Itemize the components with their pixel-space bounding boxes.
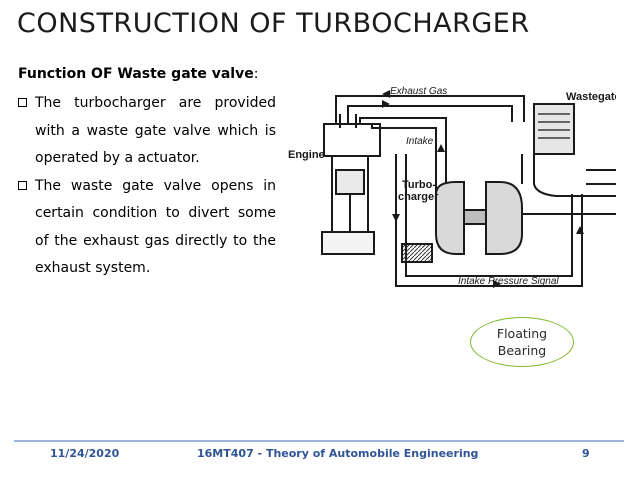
label-exhaust-gas: Exhaust Gas [390,86,447,97]
footer-course: 16MT407 - Theory of Automobile Engineeri… [197,447,479,460]
arrow-left-icon [382,90,390,98]
wastegate-pipe [521,154,616,197]
engine-crank [321,231,375,255]
bullet-item: The turbocharger are provided with a was… [18,90,276,173]
arrow-right-icon [493,280,501,288]
wastegate-body [533,103,575,155]
turbine-housing [485,181,523,255]
section-heading-colon: : [253,66,259,82]
intake-pipe-inner [371,124,437,194]
arrow-down-icon [392,214,400,222]
engine-piston [335,169,365,195]
slide-title: CONSTRUCTION OF TURBOCHARGER [17,8,530,39]
floating-bearing-callout: Floating Bearing [470,317,574,367]
flow-arrows [382,90,584,288]
section-heading-text: Function OF Waste gate valve [18,66,254,82]
callout-line2: Bearing [497,343,547,358]
bullet-text: The turbocharger are provided with a was… [35,95,276,166]
compressor-housing [435,181,465,255]
label-intake: Intake [406,136,434,147]
intake-pipe [359,117,447,194]
footer-divider [14,440,624,442]
turbocharger-diagram: Exhaust Gas Wastegate Intake Engine Turb… [288,86,616,288]
bullet-item: The waste gate valve opens in certain co… [18,173,276,283]
exhaust-outer-pipe [335,95,525,124]
label-intake-pressure: Intake Pressure Signal [458,276,559,287]
bullet-text: The waste gate valve opens in certain co… [35,177,276,277]
label-turbo-line2: charger [398,191,439,203]
turbo-shaft [463,209,487,225]
label-engine: Engine [288,149,325,161]
section-heading: Function OF Waste gate valve: [18,66,258,82]
arrow-up-icon [437,144,445,152]
footer-page-number: 9 [582,447,590,460]
exhaust-inner-pipe [347,105,513,124]
label-turbo-line1: Turbo- [402,179,436,191]
arrow-right-icon [382,100,390,108]
callout-line1: Floating [496,326,548,341]
checkbox-bullet-icon [18,180,27,190]
checkbox-bullet-icon [18,98,27,107]
bullet-list: The turbocharger are provided with a was… [18,90,276,283]
arrow-up-icon [576,226,584,234]
intercooler-box [401,243,433,263]
label-wastegate: Wastegate [566,91,616,103]
footer-date: 11/24/2020 [50,447,120,460]
